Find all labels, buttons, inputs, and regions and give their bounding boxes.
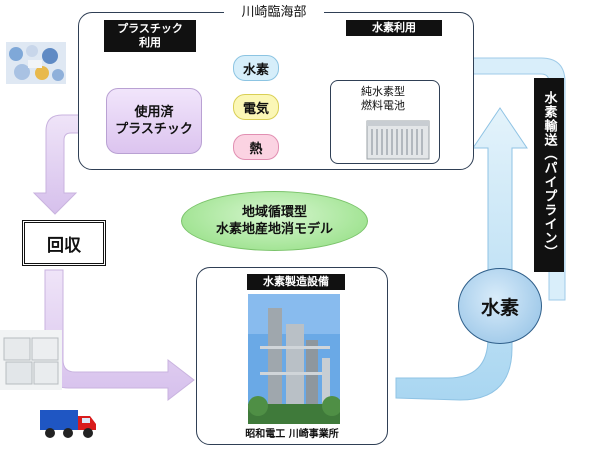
use-heat-pill: 熱	[233, 134, 279, 160]
facility-caption: 昭和電工 川崎事業所	[245, 429, 339, 440]
local-cycle-model-ellipse: 地域循環型 水素地産地消モデル	[181, 191, 368, 251]
plastic-waste-photo	[6, 42, 66, 84]
facility-header: 水素製造設備	[247, 274, 345, 290]
fuel-cell-box: 純水素型 燃料電池	[330, 80, 440, 164]
hydrogen-transport-pipeline-label: 水素輸送（パイプライン）	[534, 78, 564, 272]
truck-icon	[40, 410, 96, 438]
hydrogen-use-header: 水素利用	[346, 20, 442, 36]
plastic-use-header: プラスチック 利用	[104, 20, 196, 52]
arrow-collection-to-facility	[44, 269, 195, 402]
region-title: 川崎臨海部	[224, 4, 324, 22]
use-hydrogen-pill: 水素	[233, 55, 279, 81]
plastic-bales-photo	[0, 330, 62, 390]
facility-photo	[248, 294, 340, 424]
used-plastic-box: 使用済 プラスチック	[106, 88, 202, 154]
fuel-cell-label: 純水素型 燃料電池	[361, 85, 405, 112]
use-electricity-pill: 電気	[233, 94, 279, 120]
hydrogen-bubble: 水素	[458, 268, 542, 344]
collection-box: 回収	[22, 220, 106, 266]
arrow-plastic-to-collection	[32, 114, 105, 215]
fuel-cell-unit-icon	[366, 120, 430, 160]
